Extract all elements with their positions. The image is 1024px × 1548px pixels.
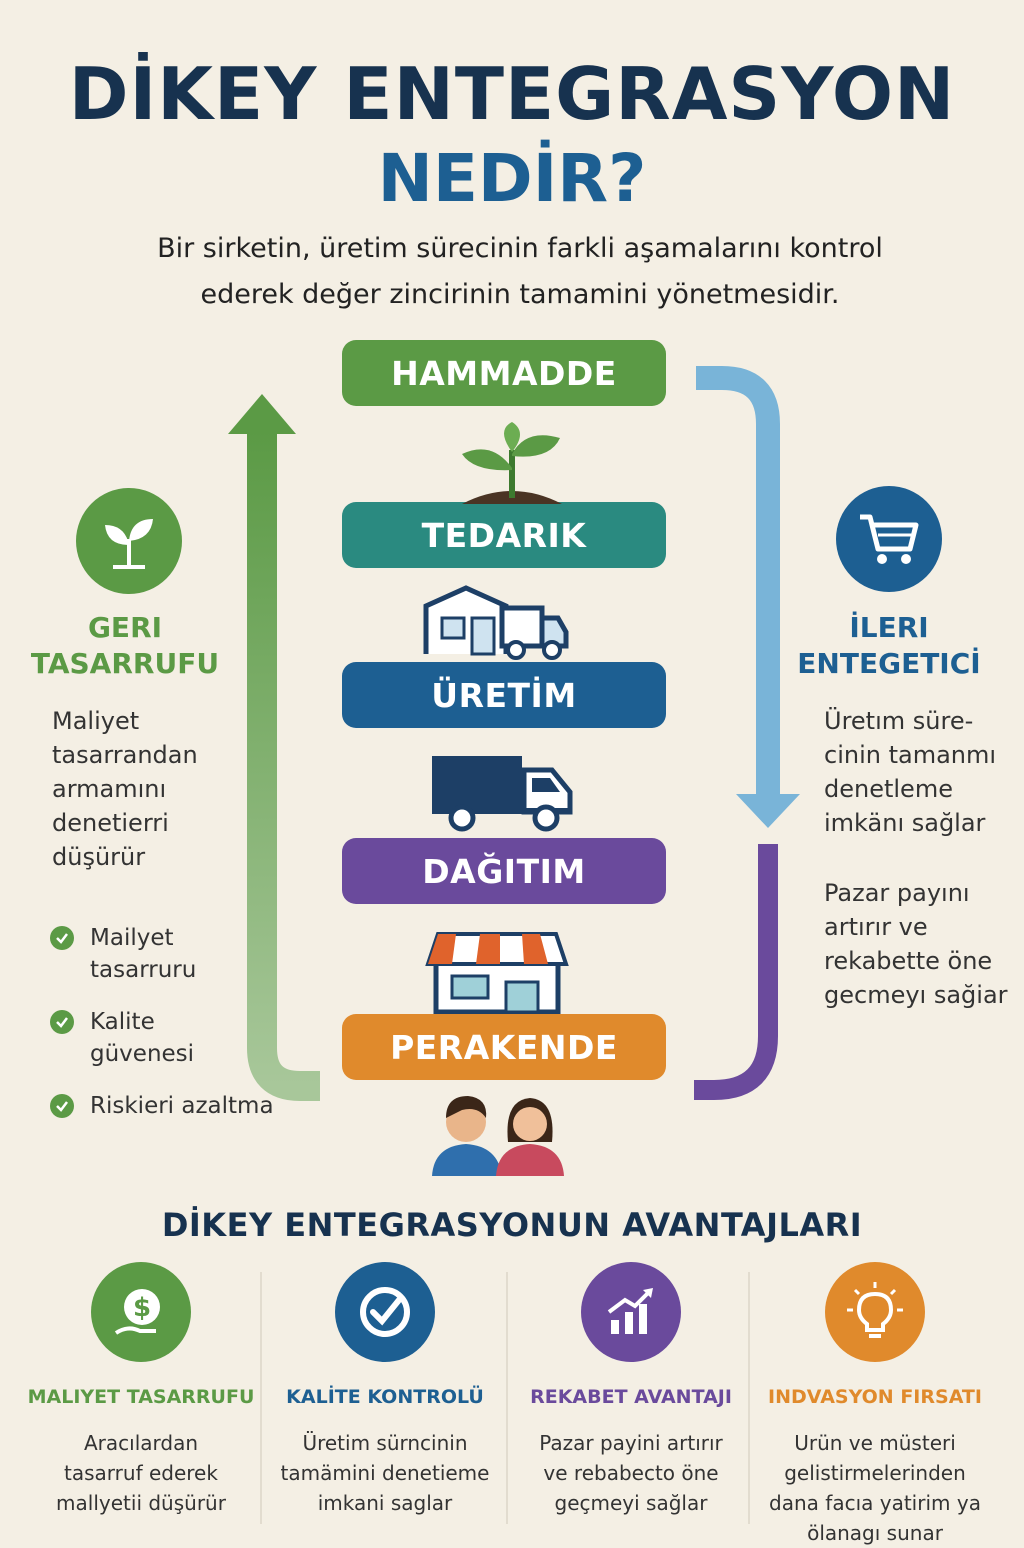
lightbulb-icon [825, 1262, 925, 1362]
stage-dagitim: DAĞITIM [342, 838, 666, 904]
advantage-quality: KALİTE KONTROLÜ Üretim sürncinin tamämin… [262, 1262, 508, 1518]
advantage-competition: REKABET AVANTAJI Pazar payini artırır ve… [508, 1262, 754, 1518]
advantages-title: DİKEY ENTEGRASYONUN AVANTAJLARI [161, 1206, 863, 1244]
stage-tedarik: TEDARIK [342, 502, 666, 568]
checklist-item: Riskieri azaltma [50, 1090, 274, 1122]
forward-arrow-head [736, 794, 800, 828]
divider [260, 1272, 262, 1524]
svg-text:$: $ [133, 1293, 151, 1323]
divider [748, 1272, 750, 1524]
forward-description: Üretım süre- cinin tamanmı denetleme imk… [824, 707, 997, 837]
forward-extra-description: Pazar payını artırır ve rekabette öne ge… [824, 879, 1008, 1009]
check-icon [50, 926, 74, 950]
advantage-text: Pazar payini artırır ve rebabecto öne ge… [539, 1431, 723, 1515]
warehouse-truck-icon [423, 585, 569, 660]
forward-arrow [696, 366, 780, 800]
shopping-cart-icon [836, 486, 942, 592]
return-arrow [694, 844, 778, 1100]
check-icon [50, 1094, 74, 1118]
advantage-text: Üretim sürncinin tamämini denetieme imka… [280, 1431, 490, 1515]
stage-uretim: ÜRETİM [342, 662, 666, 728]
delivery-truck-icon [432, 756, 573, 832]
customers-icon [432, 1096, 564, 1176]
check-badge-icon [335, 1262, 435, 1362]
advantage-cost: $ MALIYET TASARRUFU Aracılardan tasarruf… [18, 1262, 264, 1518]
backward-arrow-head [228, 394, 296, 434]
storefront-icon [425, 932, 569, 1014]
definition-text: Bir sirketin, üretim sürecinin farkli aş… [157, 233, 883, 310]
advantage-innovation: INDVASYON FIRSATI Urün ve müsteri gelist… [752, 1262, 998, 1548]
advantage-text: Urün ve müsteri gelistirmelerinden dana … [769, 1431, 981, 1545]
page-title: DİKEY ENTEGRASYON [68, 52, 956, 136]
stage-perakende: PERAKENDE [342, 1014, 666, 1080]
plant-icon [462, 422, 562, 504]
stage-hammadde: HAMMADDE [342, 340, 666, 406]
check-icon [50, 1010, 74, 1034]
advantage-text: Aracılardan tasarruf ederek mallyetii dü… [56, 1431, 226, 1515]
backward-description: Maliyet tasarrandan armamını denetierri … [52, 707, 198, 871]
backward-arrow [247, 432, 320, 1101]
sprout-icon [76, 488, 182, 594]
divider [506, 1272, 508, 1524]
backward-title: GERI TASARRUFU [30, 611, 220, 680]
growth-chart-icon [581, 1262, 681, 1362]
money-icon: $ [91, 1262, 191, 1362]
page-title-question: NEDİR? [377, 140, 647, 217]
forward-title: İLERI ENTEGETICİ [797, 611, 981, 680]
